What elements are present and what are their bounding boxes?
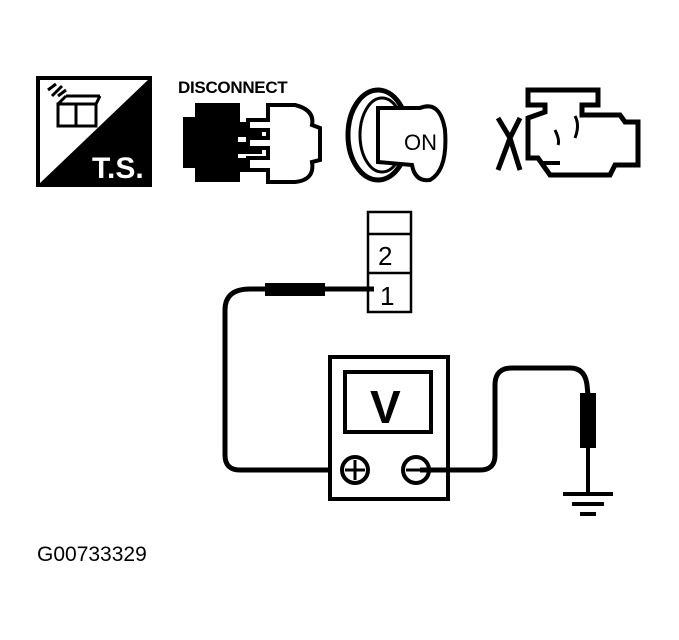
terminal-1-label: 1 xyxy=(380,281,394,311)
positive-probe xyxy=(265,283,325,296)
connector-block: 2 1 xyxy=(366,210,413,314)
terminal-2-label: 2 xyxy=(378,241,392,271)
ignition-on-label: ON xyxy=(404,130,437,155)
t-s-label: T.S. xyxy=(92,152,144,185)
disconnect-connector-icon xyxy=(183,103,322,184)
ignition-key-on-icon: ON xyxy=(345,87,448,183)
voltmeter-display: V xyxy=(370,381,401,433)
voltmeter: V xyxy=(328,355,450,501)
disconnect-label: DISCONNECT xyxy=(178,78,288,97)
ground-icon xyxy=(563,492,613,516)
negative-probe xyxy=(580,393,596,448)
positive-lead xyxy=(222,283,374,473)
negative-lead xyxy=(420,365,596,492)
figure-id: G00733329 xyxy=(37,543,147,566)
engine-off-icon xyxy=(495,87,641,178)
t-s-icon: T.S. xyxy=(36,76,152,187)
